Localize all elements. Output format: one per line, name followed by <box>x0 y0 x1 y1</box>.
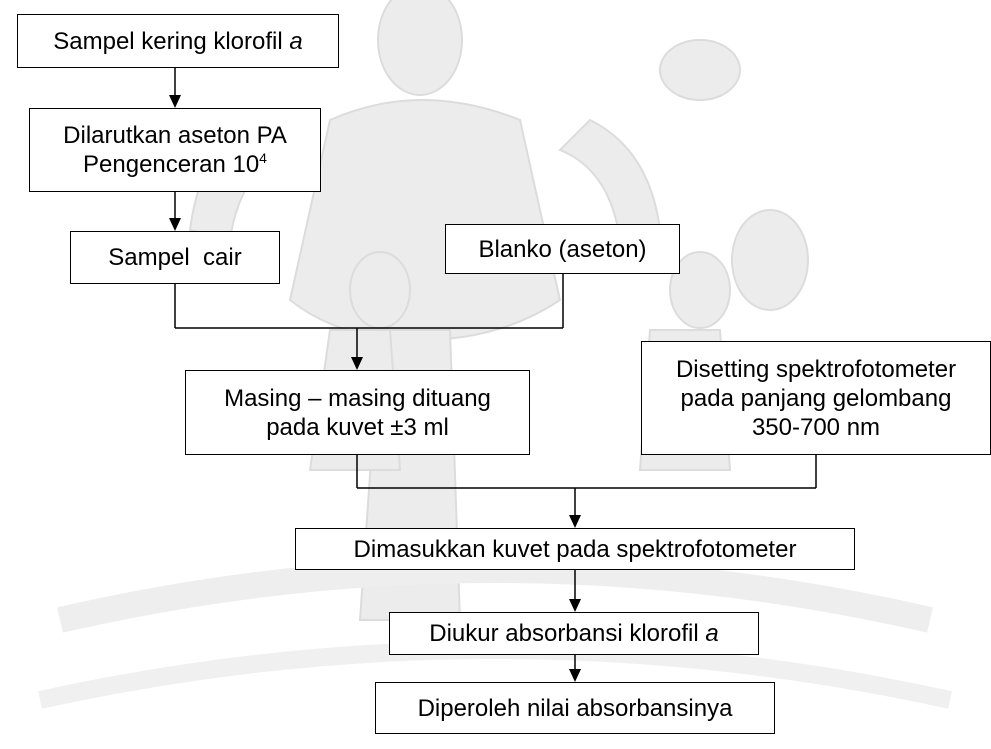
step-dry-sample: Sampel kering klorofil a <box>17 14 339 68</box>
step-measure-text: Diukur absorbansi klorofil <box>429 620 705 647</box>
step-liquid-sample: Sampel cair <box>70 231 280 284</box>
step-pour-line2: pada kuvet ±3 ml <box>266 413 449 442</box>
step-setting-spectrophotometer: Disetting spektrofotometer pada panjang … <box>641 341 991 455</box>
step-pour-cuvette: Masing – masing dituang pada kuvet ±3 ml <box>185 370 530 455</box>
step-blank: Blanko (aseton) <box>445 224 680 274</box>
step-dissolve: Dilarutkan aseton PA Pengenceran 104 <box>29 108 321 192</box>
step-setting-line2: pada panjang gelombang <box>681 384 952 413</box>
step-result-text: Diperoleh nilai absorbansinya <box>418 694 733 723</box>
step-measure-absorbance: Diukur absorbansi klorofil a <box>389 612 759 655</box>
step-liquid-sample-text: Sampel cair <box>108 243 241 272</box>
step-result: Diperoleh nilai absorbansinya <box>375 682 775 734</box>
step-insert-text: Dimasukkan kuvet pada spektrofotometer <box>354 535 797 564</box>
step-blank-text: Blanko (aseton) <box>478 235 646 264</box>
step-setting-line1: Disetting spektrofotometer <box>676 355 956 384</box>
step-insert-cuvette: Dimasukkan kuvet pada spektrofotometer <box>295 528 855 570</box>
step-dissolve-exponent: 4 <box>259 150 267 166</box>
step-setting-line3: 350-700 nm <box>752 413 880 442</box>
step-dry-sample-italic: a <box>289 28 302 55</box>
step-dry-sample-text: Sampel kering klorofil <box>53 28 289 55</box>
step-dissolve-line2: Pengenceran 10 <box>83 151 259 178</box>
step-dissolve-line1: Dilarutkan aseton PA <box>63 121 287 150</box>
step-measure-italic: a <box>705 620 718 647</box>
step-pour-line1: Masing – masing dituang <box>224 384 491 413</box>
